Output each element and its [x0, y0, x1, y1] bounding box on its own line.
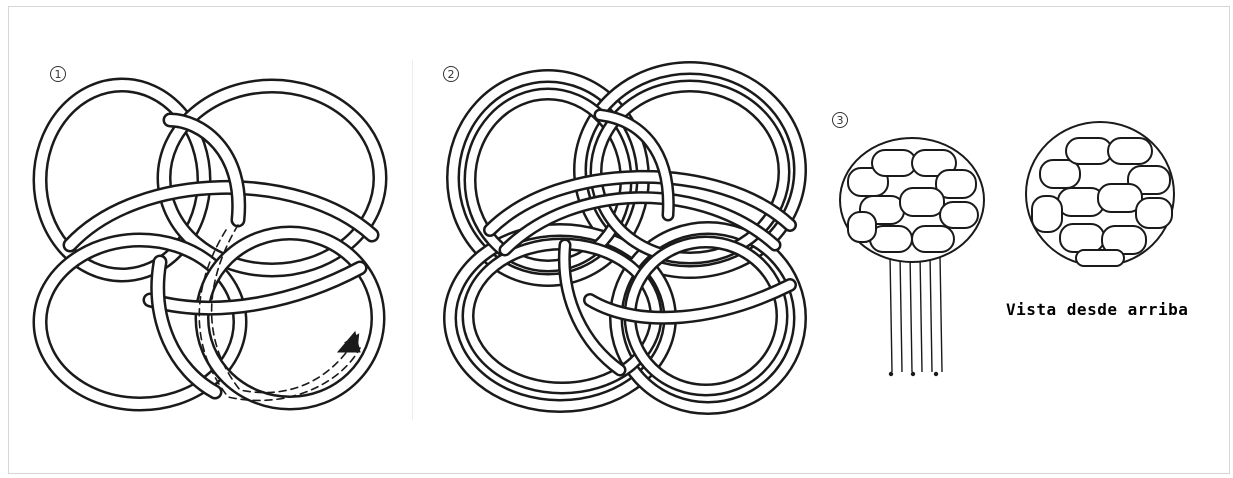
top-view-caption: Vista desde arriba	[1006, 300, 1188, 319]
step-number-2: 2	[443, 66, 459, 82]
rope-loop-bottom-right	[202, 233, 378, 403]
rope-loop-bottom-left	[40, 240, 240, 404]
arrow-icon	[338, 332, 360, 352]
knot-step-3-top-view	[1026, 122, 1174, 266]
knot-step-3-side-view	[840, 138, 984, 376]
cord-ends	[889, 372, 938, 376]
step-number-1: 1	[50, 66, 66, 82]
step-number-3: 3	[832, 112, 848, 128]
hanging-cords	[890, 255, 942, 372]
knot-step-1	[40, 85, 380, 404]
knot-step-2	[450, 68, 800, 408]
